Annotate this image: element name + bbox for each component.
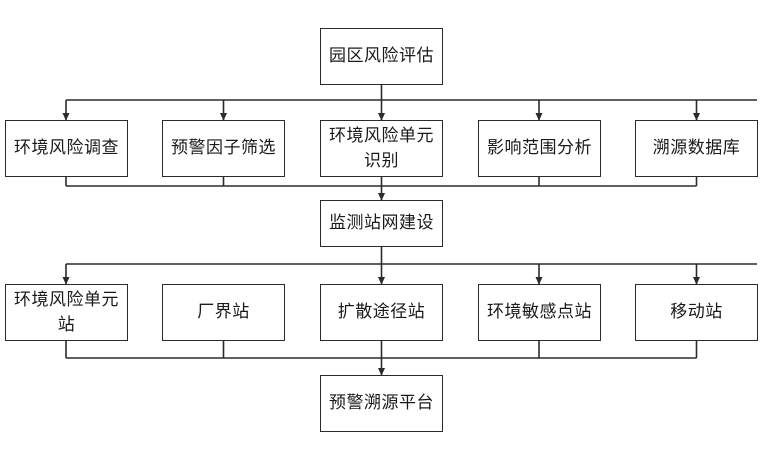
node-label: 预警溯源平台: [329, 393, 434, 413]
node-label: 监测站网建设: [329, 213, 434, 233]
node-warning-factor-screening[interactable]: 预警因子筛选: [162, 120, 285, 177]
node-label: 溯源数据库: [652, 138, 741, 158]
node-mobile-station[interactable]: 移动站: [635, 284, 758, 341]
node-label: 厂界站: [197, 302, 250, 322]
node-label: 移动站: [670, 302, 723, 322]
node-label: 预警因子筛选: [171, 138, 276, 158]
node-sensitive-point-station[interactable]: 环境敏感点站: [478, 284, 601, 341]
node-label: 扩散途径站: [337, 302, 426, 322]
node-environmental-risk-survey[interactable]: 环境风险调查: [5, 120, 128, 177]
node-plant-boundary-station[interactable]: 厂界站: [162, 284, 285, 341]
node-diffusion-path-station[interactable]: 扩散途径站: [320, 284, 443, 341]
node-risk-unit-station[interactable]: 环境风险单元站: [5, 284, 128, 341]
node-label: 园区风险评估: [329, 46, 434, 66]
node-traceability-database[interactable]: 溯源数据库: [635, 120, 758, 177]
node-label: 环境风险单元识别: [329, 125, 434, 171]
node-risk-unit-identification[interactable]: 环境风险单元识别: [320, 120, 443, 177]
node-label: 环境敏感点站: [487, 302, 592, 322]
node-impact-range-analysis[interactable]: 影响范围分析: [478, 120, 601, 177]
node-monitoring-network-construction[interactable]: 监测站网建设: [320, 200, 443, 247]
node-label: 环境风险调查: [14, 138, 119, 158]
node-warning-traceability-platform[interactable]: 预警溯源平台: [320, 375, 443, 432]
node-label: 影响范围分析: [487, 138, 592, 158]
node-park-risk-assessment[interactable]: 园区风险评估: [320, 28, 443, 85]
node-label: 环境风险单元站: [14, 289, 119, 335]
